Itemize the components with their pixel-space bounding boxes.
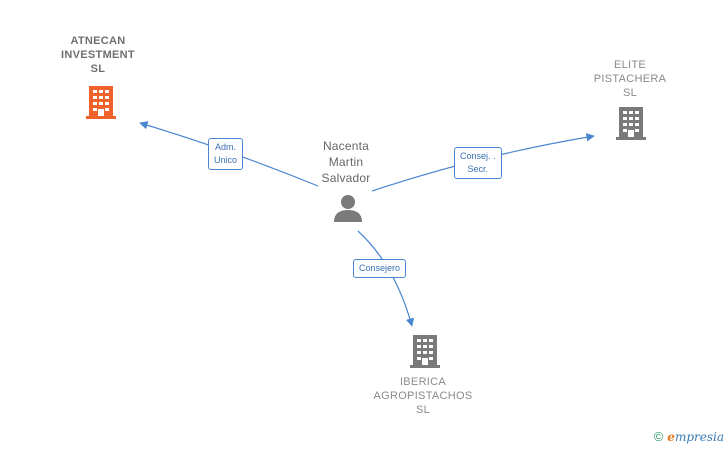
building-icon[interactable] — [86, 86, 116, 119]
company-label-elite[interactable]: ELITE PISTACHERA SL — [580, 58, 680, 100]
person-label-line: Salvador — [321, 171, 371, 185]
edge-to-iberica — [357, 230, 415, 327]
company-label-iberica[interactable]: IBERICA AGROPISTACHOS SL — [365, 375, 481, 417]
company-label-line: SL — [415, 404, 431, 416]
company-label-line: IBERICA — [399, 376, 447, 388]
company-label-atnecan[interactable]: ATNECAN INVESTMENT SL — [48, 34, 148, 76]
company-label-line: PISTACHERA — [593, 73, 667, 85]
person-label-line: Martin — [328, 155, 364, 169]
person-icon[interactable] — [334, 195, 362, 222]
company-label-line: INVESTMENT — [61, 49, 135, 61]
person-label[interactable]: Nacenta Martin Salvador — [304, 138, 388, 186]
relation-label-consej-secr: Consej. . Secr. — [454, 147, 502, 179]
footer-brand: ©empresia — [654, 429, 724, 444]
copyright-icon: © — [653, 429, 664, 444]
relation-label-line: Adm. — [215, 142, 237, 152]
company-label-line: ATNECAN — [70, 35, 126, 47]
company-label-line: ELITE — [613, 59, 647, 71]
relation-label-line: Unico — [214, 155, 238, 165]
relation-label-line: Consej. . — [460, 151, 496, 161]
relation-label-adm-unico: Adm. Unico — [208, 138, 244, 170]
brand-initial: e — [667, 430, 675, 444]
building-icon[interactable] — [410, 335, 440, 368]
brand-name: mpresia — [674, 430, 724, 444]
relation-label-line: Consejero — [359, 263, 401, 273]
building-icon[interactable] — [616, 107, 646, 140]
relation-label-consejero: Consejero — [353, 259, 407, 278]
relation-label-line: Secr. — [467, 164, 489, 174]
company-label-line: SL — [90, 63, 106, 75]
company-label-line: AGROPISTACHOS — [373, 390, 473, 402]
company-label-line: SL — [622, 87, 638, 99]
person-label-line: Nacenta — [322, 139, 370, 153]
